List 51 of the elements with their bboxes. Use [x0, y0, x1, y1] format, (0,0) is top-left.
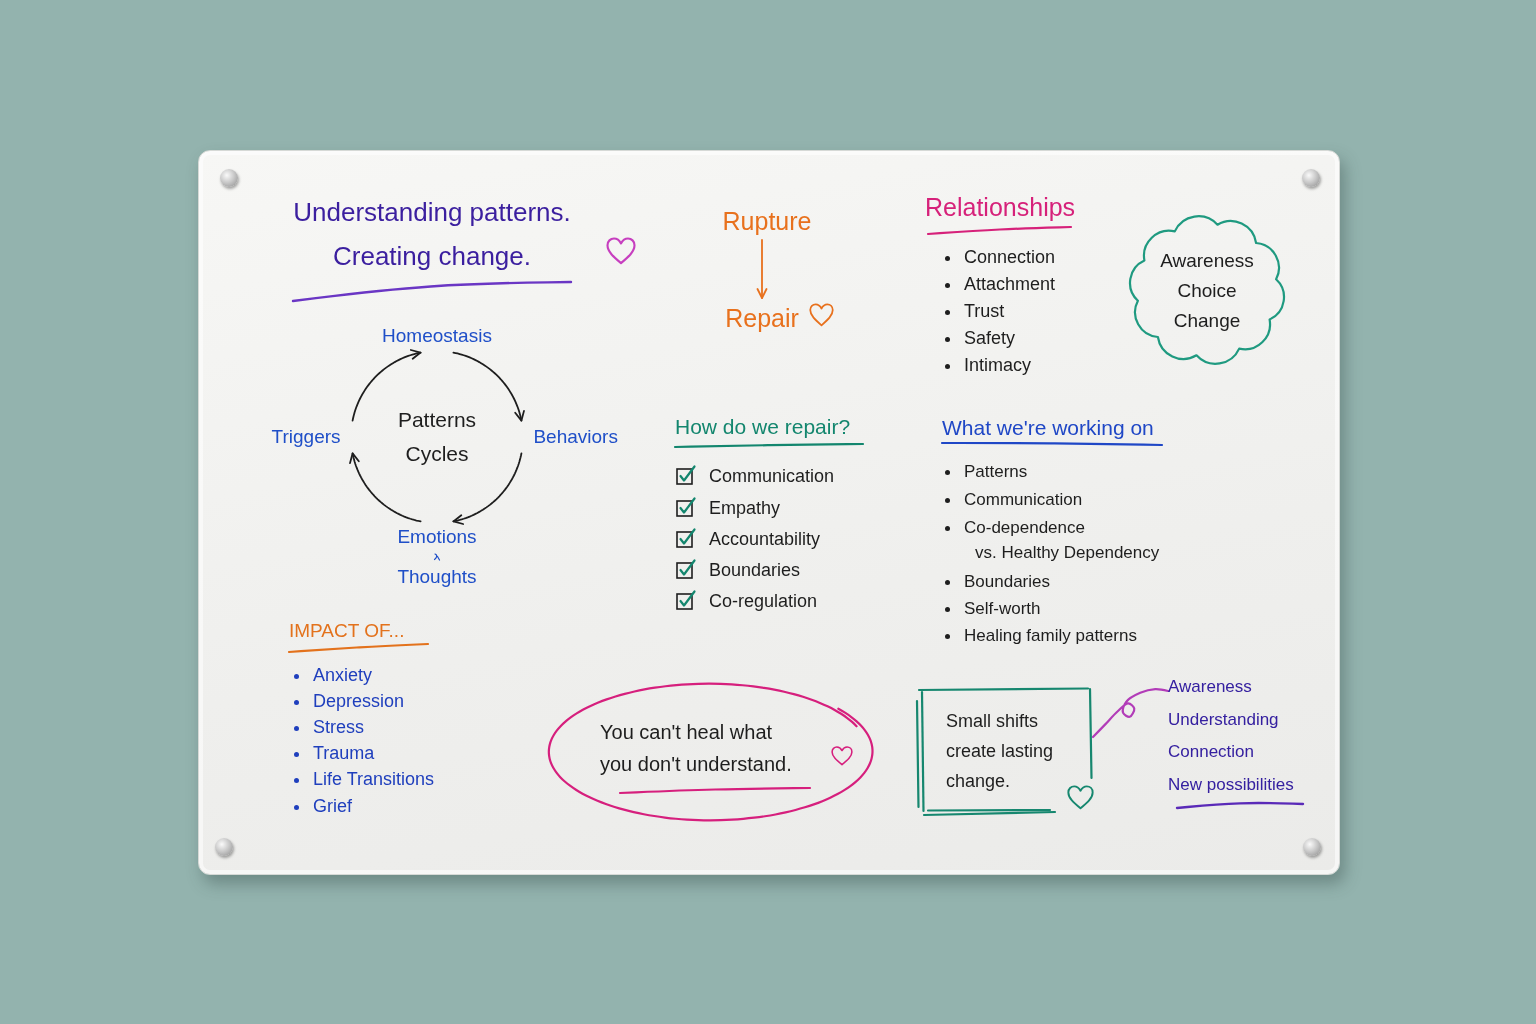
- list-item: Awareness: [1168, 676, 1252, 698]
- note-box: [915, 687, 1093, 817]
- cycle-center-label: Patterns Cycles: [396, 407, 478, 467]
- cycle-arrow: [452, 351, 525, 422]
- cycle-label: Triggers: [268, 417, 353, 457]
- list-item: Connection: [1168, 741, 1254, 763]
- list-item: Accountability: [709, 527, 821, 551]
- list-item: Empathy: [709, 496, 781, 520]
- cycle-arrow: [349, 452, 422, 523]
- section-heading: IMPACT OF...: [289, 619, 405, 643]
- section-heading: Relationships: [925, 192, 1076, 222]
- list-item: Connection: [964, 245, 1056, 269]
- list-item: Co-regulation: [709, 589, 818, 613]
- cycle-arrow: [452, 452, 523, 525]
- list-item: Understanding: [1168, 708, 1279, 731]
- cycle-label: Behaviors: [521, 417, 622, 457]
- flow-label: Repair: [712, 298, 812, 338]
- list-item: New possibilities: [1168, 773, 1294, 796]
- cloud-text: Change: [1173, 309, 1241, 333]
- list-item: Attachment: [964, 272, 1056, 296]
- list-item: Communication: [709, 464, 835, 488]
- leader-line: [1091, 688, 1170, 739]
- list-item: Co-dependence vs. Healthy Dependency: [964, 516, 1160, 564]
- list-item: Healing family patterns: [964, 624, 1137, 647]
- list-item: Depression: [313, 689, 405, 713]
- list-item: Boundaries: [709, 558, 801, 582]
- list-item: Patterns: [964, 460, 1028, 483]
- list-item: Trust: [964, 299, 1005, 323]
- board-title: Understanding patterns. Creating change.: [292, 196, 572, 273]
- cycle-label: Emotions: [397, 525, 477, 550]
- list-item: Anxiety: [313, 663, 373, 687]
- flow-label: Rupture: [712, 202, 822, 240]
- list-item: Life Transitions: [313, 767, 435, 791]
- list-item: Intimacy: [964, 353, 1032, 377]
- quote-text: You can't heal what you don't understand.: [600, 720, 793, 777]
- list-item: Grief: [313, 794, 352, 818]
- section-heading: How do we repair?: [675, 414, 851, 440]
- arrow: [756, 239, 768, 299]
- note-text: Small shifts create lasting change.: [946, 710, 1055, 793]
- list-item: Self-worth: [964, 597, 1041, 620]
- cycle-arrow: [351, 349, 422, 422]
- cycle-label: Homeostasis: [379, 318, 495, 353]
- cloud-text: Choice: [1177, 279, 1237, 303]
- list-item: Communication: [964, 488, 1083, 511]
- list-item: Trauma: [313, 741, 375, 765]
- list-item: Stress: [313, 715, 364, 739]
- section-heading: What we're working on: [942, 415, 1154, 441]
- cloud-text: Awareness: [1160, 249, 1254, 273]
- cycle-label: Thoughts: [397, 565, 477, 590]
- list-item: Safety: [964, 326, 1016, 350]
- list-item: Boundaries: [964, 570, 1050, 593]
